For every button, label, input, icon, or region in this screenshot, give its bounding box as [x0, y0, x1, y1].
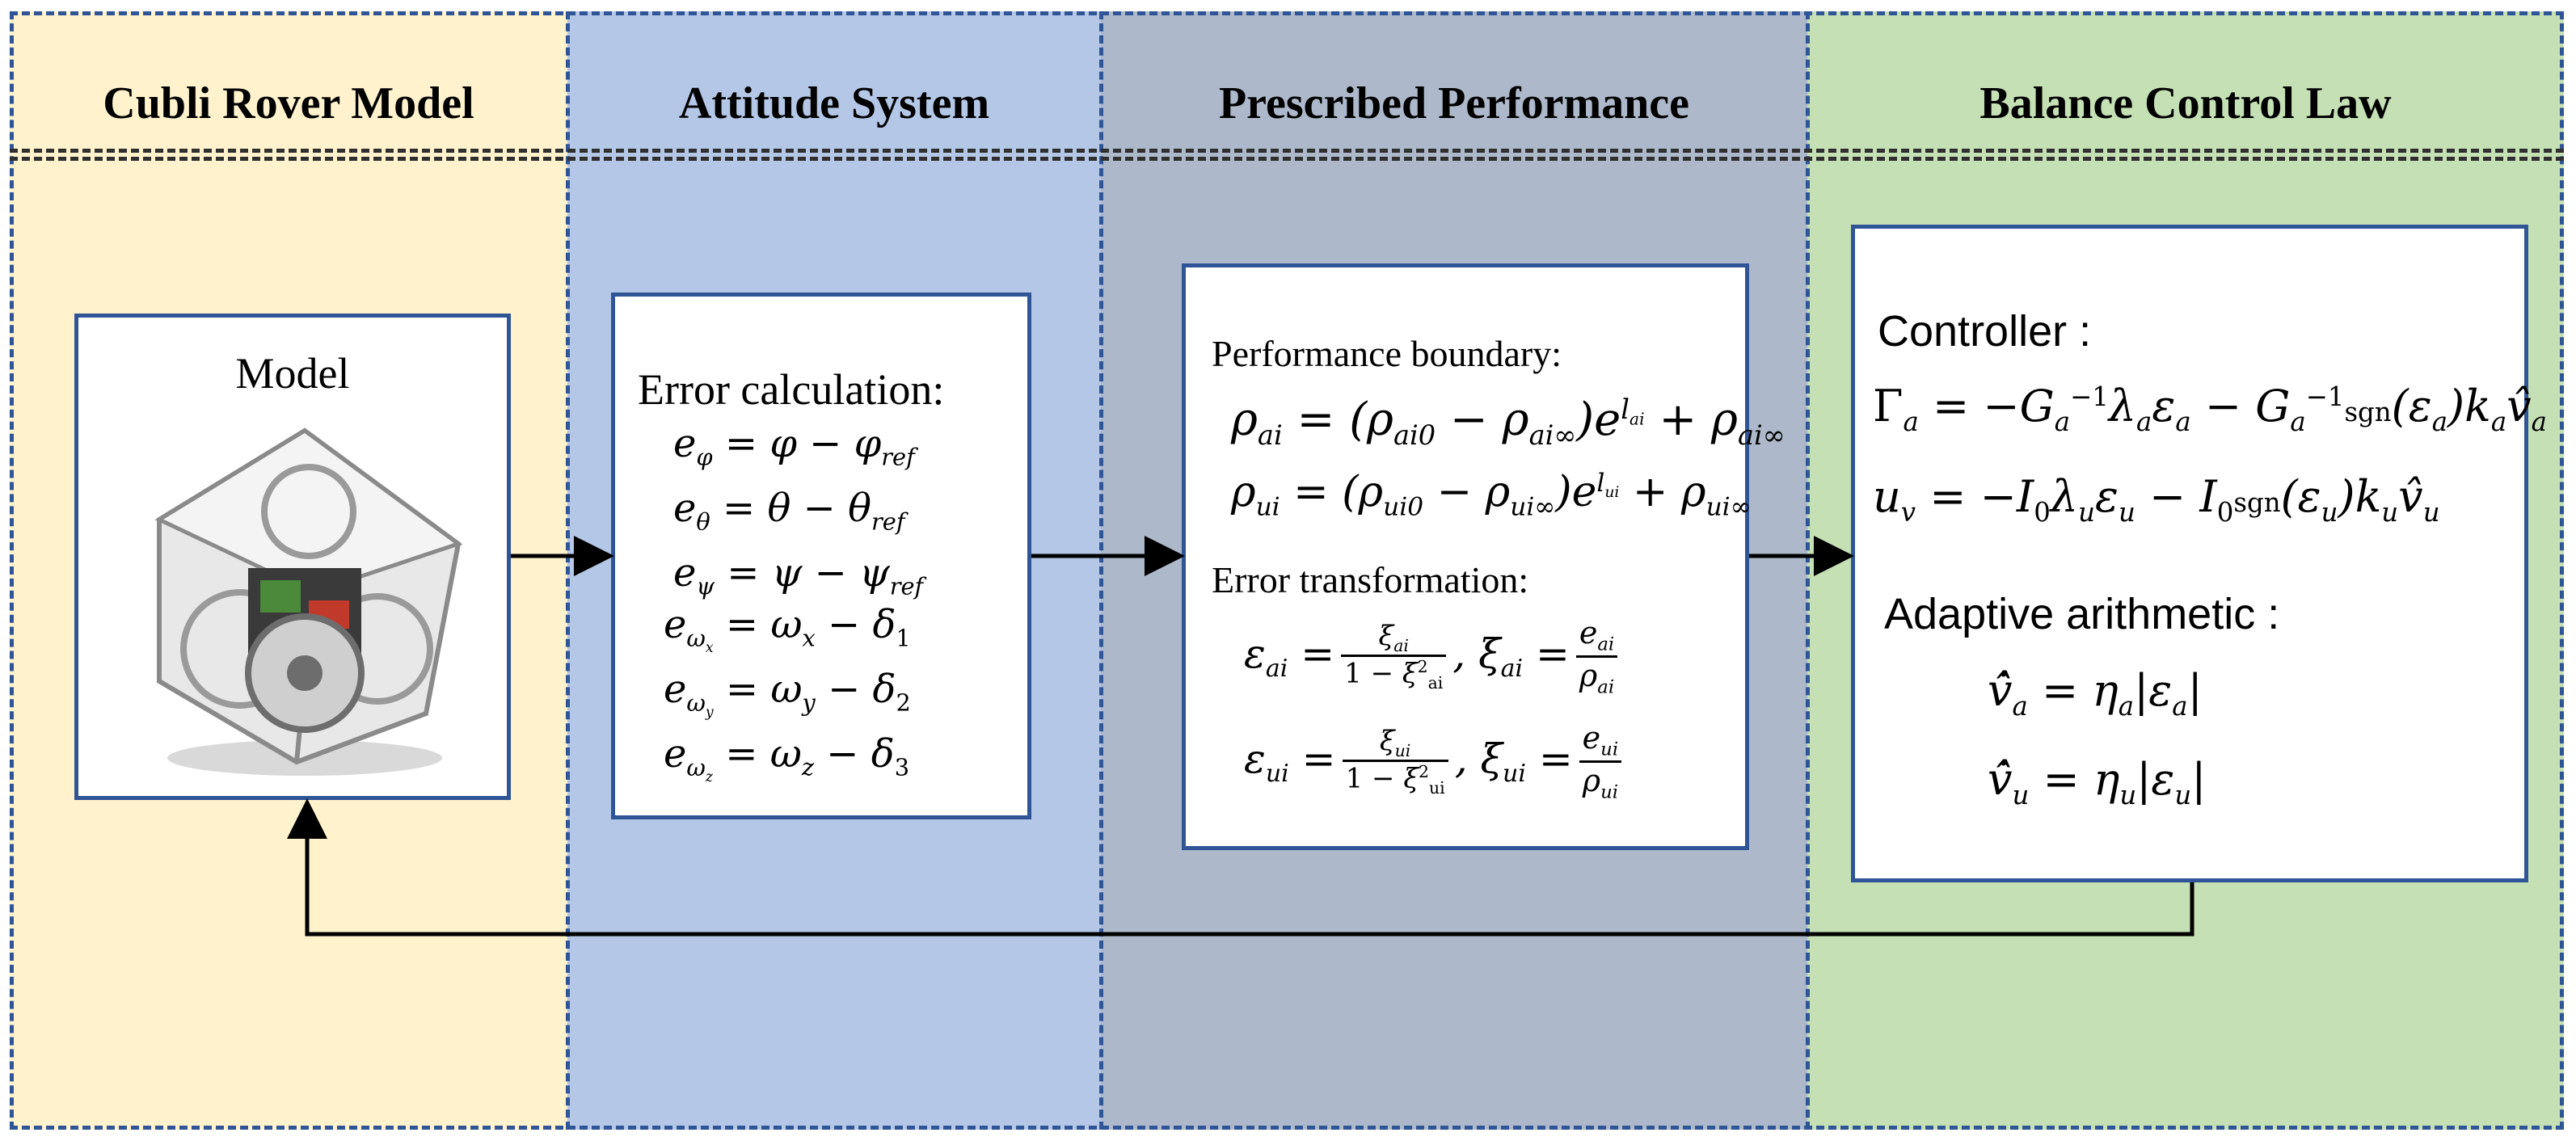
model-label: Model — [235, 349, 350, 398]
feedback-arrow — [287, 798, 2194, 937]
header-separator — [10, 157, 2564, 161]
equation-e-omega-z: eωz = ωz − δ3 — [664, 731, 910, 785]
equation-v-dot-u: v̂̇u = ηu|εu| — [1988, 754, 2207, 810]
equation-rho-a: ρai = (ρai0 − ρai∞)elai + ρai∞ — [1231, 394, 1785, 452]
cubli-cube-robot-icon — [154, 427, 463, 776]
performance-box: Performance boundary: ρai = (ρai0 − ρai∞… — [1182, 263, 1785, 850]
equation-rho-u: ρui = (ρui0 − ρui∞)elui + ρui∞ — [1231, 468, 1752, 522]
panel-title: Balance Control Law — [1979, 78, 2392, 128]
error-calculation-box: Error calculation: eφ = φ − φref eθ = θ … — [611, 293, 1031, 819]
error-transformation-heading: Error transformation: — [1212, 559, 1529, 600]
equation-e-omega-y: eωy = ωy − δ2 — [664, 667, 911, 721]
panel-divider — [566, 11, 570, 1130]
equation-e-psi: eψ = ψ − ψref — [673, 550, 924, 600]
error-calculation-heading: Error calculation: — [638, 365, 945, 414]
model-box: Model — [74, 314, 511, 800]
controller-heading: Controller : — [1878, 307, 2092, 356]
header-separator — [10, 149, 2564, 153]
equation-e-omega-x: eωx = ωx − δ1 — [664, 602, 911, 656]
equation-gamma-a: Γa = −Ga−1λaεa − Ga−1sgn(εa)kav̂a — [1873, 381, 2547, 437]
panel-divider — [1806, 11, 1810, 1130]
adaptive-arithmetic-heading: Adaptive arithmetic : — [1884, 590, 2280, 638]
performance-boundary-heading: Performance boundary: — [1212, 333, 1562, 374]
panel-title: Attitude System — [678, 78, 990, 128]
outer-border — [10, 11, 2564, 1130]
equation-e-phi: eφ = φ − φref — [673, 421, 915, 471]
equation-u-v: uv = −I0λuεu − I0sgn(εu)kuv̂u — [1873, 471, 2440, 528]
equation-e-theta: eθ = θ − θref — [673, 486, 905, 536]
panel-divider — [1099, 11, 1103, 1130]
panel-title: Cubli Rover Model — [103, 78, 474, 128]
equation-v-dot-a: v̂̇a = ηa|εa| — [1988, 665, 2203, 722]
panel-title: Prescribed Performance — [1218, 78, 1690, 128]
